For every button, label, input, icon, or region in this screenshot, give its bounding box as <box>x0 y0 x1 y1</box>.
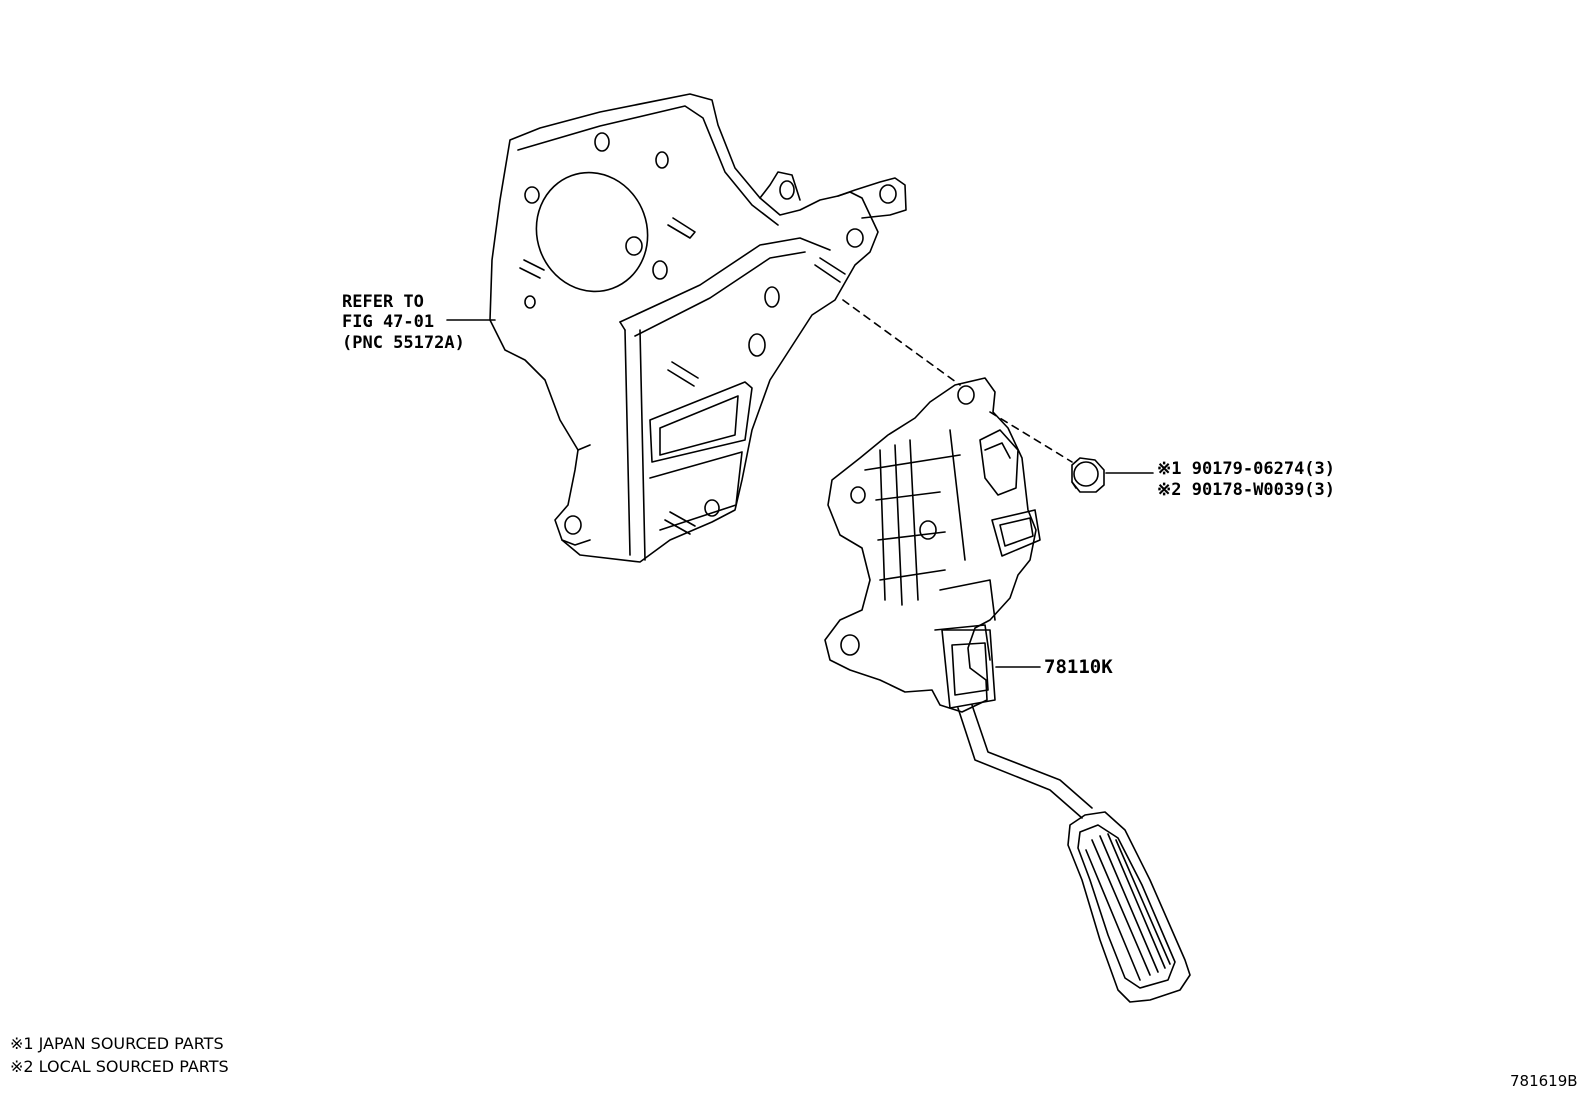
bracket-ref-label-line3: (PNC 55172A) <box>342 333 465 353</box>
assembly-line-nut <box>989 411 1073 463</box>
illustration-code: 781619B <box>1510 1072 1578 1090</box>
pedal-bracket-drawing <box>489 93 907 563</box>
pedal-part-label: 78110K <box>1044 656 1113 678</box>
nut-part-number-local: ※2 90178-W0039(3) <box>1157 480 1336 500</box>
assembly-line-bracket <box>842 299 961 386</box>
accelerator-pedal-drawing <box>824 377 1191 1003</box>
nut-part-number-japan: ※1 90179-06274(3) <box>1157 459 1336 479</box>
footnote-japan-sourced: ※1 JAPAN SOURCED PARTS <box>10 1034 224 1053</box>
footnote-local-sourced: ※2 LOCAL SOURCED PARTS <box>10 1057 229 1076</box>
flange-nut-drawing <box>1071 457 1105 493</box>
bracket-ref-label-line1: REFER TO <box>342 292 424 312</box>
bracket-ref-label-line2: FIG 47-01 <box>342 312 435 332</box>
